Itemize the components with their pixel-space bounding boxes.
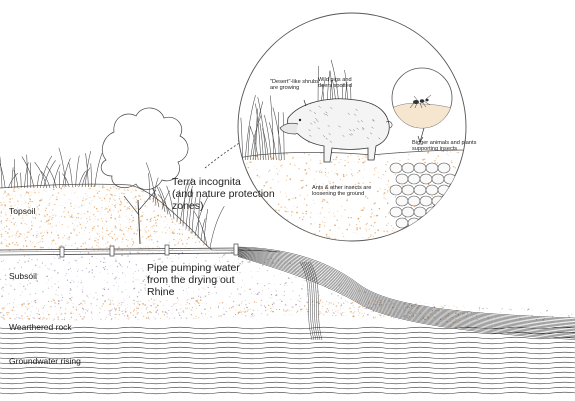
desert-shrubs-label: "Desert"-like shrubs are growing (270, 79, 319, 92)
water-pipe (0, 244, 238, 257)
zoom-arrow (205, 140, 244, 168)
subsoil-label: Subsoil (9, 272, 37, 282)
topsoil-boundary (0, 250, 212, 252)
weathered-rock-label: Wearthered rock (9, 323, 72, 333)
terra-incognita-label: Terra incognita (and nature protection z… (172, 177, 275, 212)
topsoil-label: Topsoil (9, 207, 35, 217)
bigger-animals-label: Bigger animals and plants supporting ins… (412, 140, 476, 153)
ants-label: Ants & other insects are loosening the g… (312, 185, 371, 198)
pipe-label: Pipe pumping water from the drying out R… (147, 263, 240, 298)
groundwater-label: Groundwater rising (9, 357, 81, 367)
pipe-outflow-stream (238, 247, 575, 340)
groundwater-lines (0, 327, 575, 394)
wild-pigs-label: Wild pigs and deers spotted (318, 77, 352, 90)
grass-tufts (0, 148, 102, 188)
